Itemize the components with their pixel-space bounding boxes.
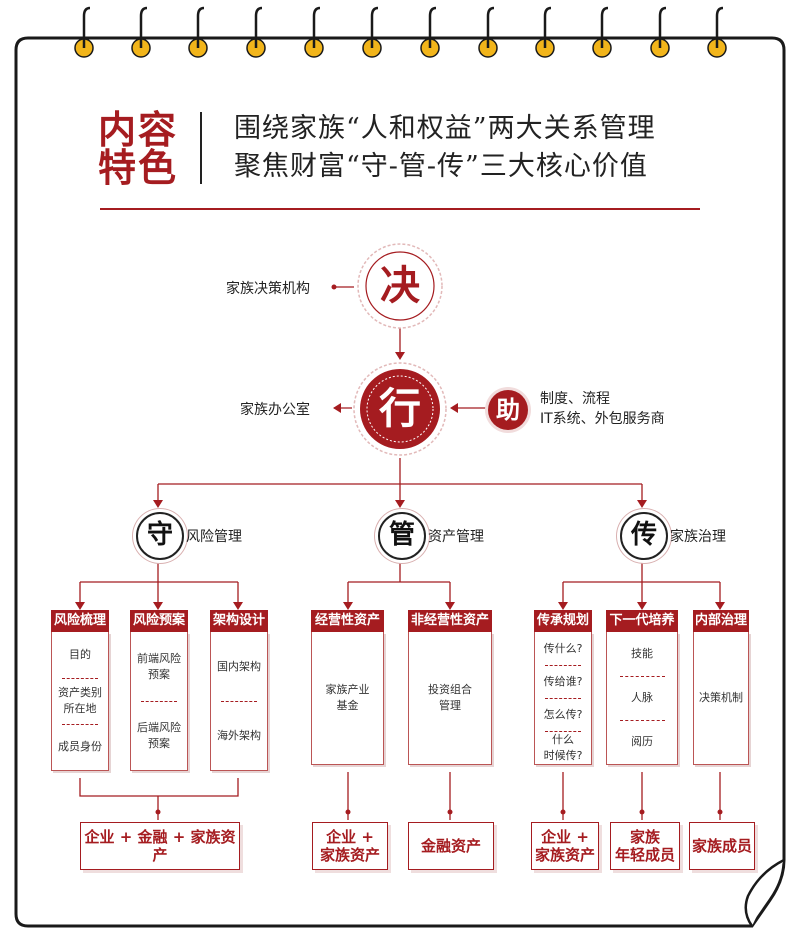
item-separator (221, 701, 258, 702)
pillar-seal: 守 (136, 512, 184, 560)
decide-seal-ring (357, 243, 443, 329)
binding-ring (707, 6, 727, 58)
column-item: 投资组合管理 (428, 683, 472, 712)
column-item: 后端风险预案 (137, 720, 181, 750)
badge-bottom: 特色 (98, 145, 179, 190)
binding-rings (74, 6, 727, 58)
column-item: 国内架构 (217, 659, 261, 673)
column-item: 阅历 (631, 735, 653, 748)
help-char: 助 (496, 395, 520, 424)
column-header: 经营性资产 (311, 610, 384, 632)
pillar-label: 家族治理 (670, 529, 726, 545)
item-separator (545, 698, 582, 699)
pillar-label: 资产管理 (428, 529, 484, 545)
act-seal: 行 (350, 362, 450, 458)
outcome-box: 企业 + 金融 + 家族资产 (80, 822, 240, 870)
column-item: 人脉 (631, 691, 653, 704)
column-item: 传给谁? (543, 674, 583, 688)
header-line-1: 围绕家族“人和权益”两大关系管理 (234, 113, 656, 144)
column-header: 架构设计 (210, 610, 268, 632)
help-label-line2: IT系统、外包服务商 (540, 411, 665, 427)
item-separator (545, 665, 582, 666)
column-body: 投资组合管理 (408, 632, 492, 765)
act-seal-ring (353, 362, 447, 456)
column-item: 海外架构 (217, 728, 261, 742)
column-body: 国内架构海外架构 (210, 632, 268, 771)
outcome-box: 家族成员 (689, 822, 755, 870)
pillar-label: 风险管理 (186, 529, 242, 545)
binding-ring (592, 6, 612, 58)
column-item: 家族产业基金 (325, 683, 370, 712)
item-separator (619, 676, 665, 677)
column-header: 风险梳理 (51, 610, 109, 632)
column-item: 决策机制 (699, 691, 743, 704)
binding-ring (362, 6, 382, 58)
decide-label: 家族决策机构 (226, 281, 310, 297)
item-separator (545, 731, 582, 732)
binding-ring (304, 6, 324, 58)
column-item: 什么时候传? (543, 732, 583, 762)
badge-top: 内容 (98, 107, 179, 152)
act-label: 家族办公室 (240, 402, 310, 418)
item-separator (619, 720, 665, 721)
column-header: 下一代培养 (606, 610, 678, 632)
pillar-seal: 管 (378, 512, 426, 560)
pillar-char: 传 (630, 520, 657, 550)
item-separator (62, 724, 99, 725)
binding-ring (131, 6, 151, 58)
decide-char: 决 (380, 262, 420, 309)
column-body: 传什么? 传给谁? 怎么传? 什么时候传? (534, 632, 592, 765)
column-item: 技能 (631, 647, 653, 660)
column-item: 资产类别所在地 (58, 686, 102, 715)
column-item: 前端风险预案 (137, 651, 181, 681)
outcome-box: 企业 +家族资产 (312, 822, 388, 870)
column-item: 目的 (69, 648, 91, 661)
column-body: 前端风险预案后端风险预案 (130, 632, 188, 771)
binding-ring (188, 6, 208, 58)
column-body: 技能人脉阅历 (606, 632, 678, 765)
binding-ring (420, 6, 440, 58)
header-divider (200, 112, 202, 184)
column-header: 非经营性资产 (408, 610, 492, 632)
binding-ring (535, 6, 555, 58)
column-item: 成员身份 (58, 740, 102, 753)
column-body: 目的资产类别所在地成员身份 (51, 632, 109, 771)
column-header: 风险预案 (130, 610, 188, 632)
binding-ring (246, 6, 266, 58)
pillar-char: 管 (388, 520, 415, 550)
column-body: 家族产业基金 (311, 632, 384, 765)
help-seal: 助 (488, 390, 528, 430)
header-rule (100, 208, 700, 210)
column-header: 传承规划 (534, 610, 592, 632)
binding-ring (478, 6, 498, 58)
decide-seal: 决 (350, 242, 450, 332)
outcome-box: 金融资产 (408, 822, 494, 870)
item-separator (62, 678, 99, 679)
item-separator (141, 701, 178, 702)
pillar-char: 守 (146, 520, 173, 550)
column-item: 怎么传? (543, 707, 583, 721)
binding-ring (650, 6, 670, 58)
act-char: 行 (378, 384, 421, 433)
help-label-line1: 制度、流程 (540, 391, 610, 407)
column-item: 传什么? (543, 641, 583, 655)
outcome-box: 企业 +家族资产 (531, 822, 599, 870)
outcome-box: 家族年轻成员 (610, 822, 680, 870)
column-body: 决策机制 (693, 632, 749, 765)
pillar-seal: 传 (620, 512, 668, 560)
header-line-2: 聚焦财富“守-管-传”三大核心价值 (234, 151, 648, 182)
binding-ring (74, 6, 94, 58)
column-header: 内部治理 (693, 610, 749, 632)
